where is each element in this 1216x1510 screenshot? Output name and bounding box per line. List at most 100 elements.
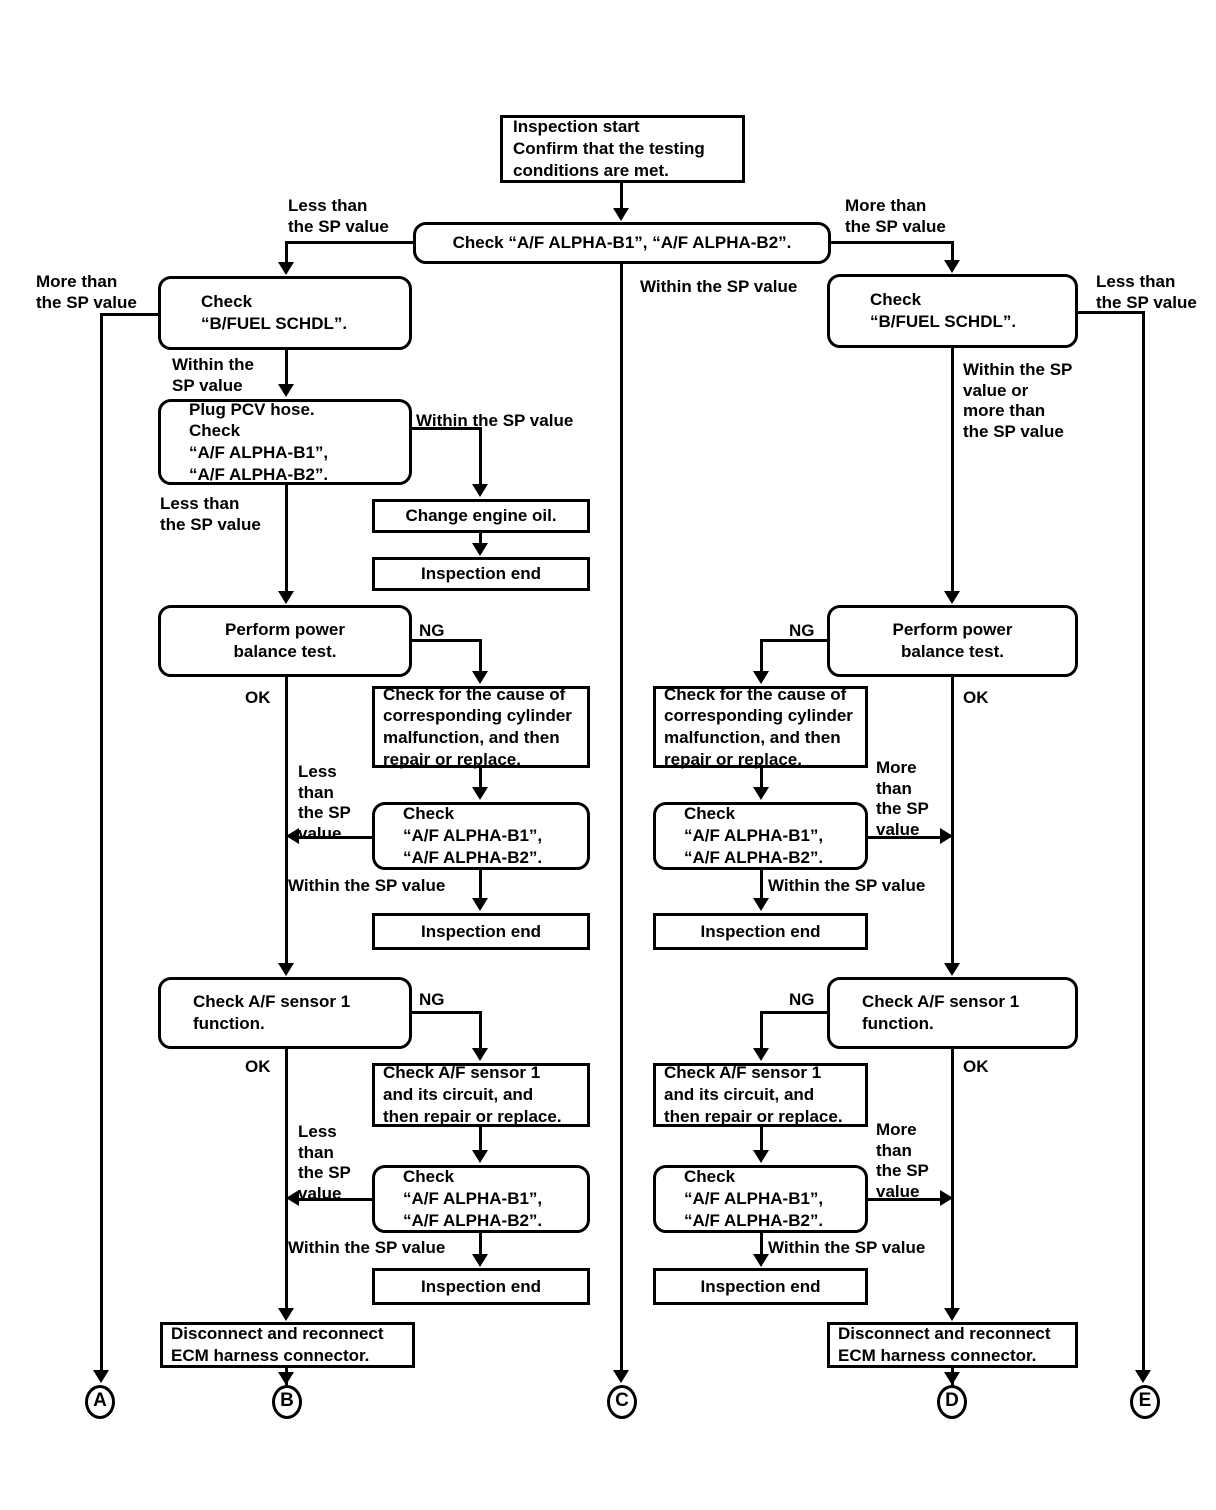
node-af-circuit-right-text: Check A/F sensor 1 and its circuit, and … bbox=[664, 1063, 843, 1126]
node-inspection-end-5-text: Inspection end bbox=[700, 1276, 821, 1296]
edge-afc-right-down bbox=[760, 1127, 763, 1150]
arrowhead-afs-right-ng bbox=[753, 1048, 769, 1061]
edge-afs-left-ok bbox=[285, 1049, 288, 1309]
arrowhead-alpha-r2-down bbox=[753, 898, 769, 911]
arrowhead-alpha-l3-left bbox=[286, 1190, 299, 1206]
node-plug-pcv-hose-text: Plug PCV hose. Check “A/F ALPHA-B1”, “A/… bbox=[189, 399, 329, 484]
edge-label-ok-right-sensor: OK bbox=[963, 1057, 989, 1076]
connector-circle-e-label: E bbox=[1138, 1390, 1152, 1411]
node-change-engine-oil: Change engine oil. bbox=[372, 499, 590, 533]
edge-label-ok-right-power: OK bbox=[963, 688, 989, 707]
arrowhead-cause-left-down bbox=[472, 787, 488, 800]
edge-label-ng-left-power: NG bbox=[419, 621, 445, 640]
arrowhead-cause-right-down bbox=[753, 787, 769, 800]
arrowhead-afs-left-ok bbox=[278, 1308, 294, 1321]
edge-alpha-l3-left-h bbox=[297, 1198, 373, 1201]
edge-pb-right-ng-v bbox=[760, 639, 763, 672]
node-inspection-end-1: Inspection end bbox=[372, 557, 590, 591]
edge-label-within-l3: Within the SP value bbox=[288, 1238, 446, 1257]
connector-circle-c: C bbox=[607, 1385, 637, 1419]
arrowhead-main-left bbox=[278, 262, 294, 275]
node-inspection-end-3-text: Inspection end bbox=[700, 921, 821, 941]
edge-pb-right-ok bbox=[951, 677, 954, 964]
edge-label-within-center: Within the SP value bbox=[640, 277, 798, 296]
node-ecm-harness-left-text: Disconnect and reconnect ECM harness con… bbox=[171, 1324, 384, 1365]
arrowhead-pb-right-ok bbox=[944, 963, 960, 976]
edge-label-ng-right-power: NG bbox=[789, 621, 815, 640]
connector-circle-b: B bbox=[272, 1385, 302, 1419]
edge-alpha-l2-down bbox=[479, 870, 482, 898]
edge-start-to-main bbox=[620, 183, 623, 209]
node-inspection-start: Inspection start Confirm that the testin… bbox=[500, 115, 745, 183]
edge-label-ok-left-power: OK bbox=[245, 688, 271, 707]
edge-label-within-r3: Within the SP value bbox=[768, 1238, 926, 1257]
node-check-alpha-left-3: Check “A/F ALPHA-B1”, “A/F ALPHA-B2”. bbox=[372, 1165, 590, 1233]
arrowhead-bfuel-left-down bbox=[278, 384, 294, 397]
edge-bfuel-left-down bbox=[285, 350, 288, 385]
arrowhead-pcv-down bbox=[278, 591, 294, 604]
edge-label-less-than-pcv: Less than the SP value bbox=[160, 494, 261, 534]
edge-label-ok-left-sensor: OK bbox=[245, 1057, 271, 1076]
edge-afs-right-ok bbox=[951, 1049, 954, 1309]
edge-label-less-than-top-left: Less than the SP value bbox=[288, 196, 389, 236]
node-inspection-end-2: Inspection end bbox=[372, 913, 590, 950]
node-inspection-end-1-text: Inspection end bbox=[421, 564, 541, 584]
edge-alpha-r3-down bbox=[760, 1233, 763, 1255]
edge-label-ng-left-sensor: NG bbox=[419, 990, 445, 1009]
arrowhead-alpha-l2-down bbox=[472, 898, 488, 911]
connector-circle-d: D bbox=[937, 1385, 967, 1419]
node-bfuel-schdl-left: Check “B/FUEL SCHDL”. bbox=[158, 276, 412, 350]
arrowhead-oil-to-end1 bbox=[472, 543, 488, 556]
connector-circle-a-label: A bbox=[93, 1390, 107, 1411]
edge-label-less-than-l3: Less than the SP value bbox=[298, 1122, 351, 1204]
arrowhead-to-e bbox=[1135, 1370, 1151, 1383]
arrowhead-afc-right-down bbox=[753, 1150, 769, 1163]
edge-label-more-than-far-left: More than the SP value bbox=[36, 272, 137, 312]
connector-circle-b-label: B bbox=[280, 1390, 294, 1411]
arrowhead-pb-left-ng bbox=[472, 671, 488, 684]
node-bfuel-schdl-left-text: Check “B/FUEL SCHDL”. bbox=[201, 292, 348, 333]
node-check-alpha-left-2-text: Check “A/F ALPHA-B1”, “A/F ALPHA-B2”. bbox=[403, 804, 543, 867]
node-bfuel-schdl-right-text: Check “B/FUEL SCHDL”. bbox=[870, 290, 1017, 331]
edge-alpha-l3-down bbox=[479, 1233, 482, 1255]
arrowhead-pcv-right bbox=[472, 484, 488, 497]
edge-main-left-v bbox=[285, 241, 288, 263]
edge-label-within-l2: Within the SP value bbox=[288, 876, 446, 895]
edge-alpha-r3-right-h bbox=[866, 1198, 942, 1201]
node-af-sensor-right: Check A/F sensor 1 function. bbox=[827, 977, 1078, 1049]
edge-bfuel-left-out-v bbox=[100, 313, 103, 1375]
node-bfuel-schdl-right: Check “B/FUEL SCHDL”. bbox=[827, 274, 1078, 348]
arrowhead-to-b bbox=[278, 1372, 294, 1385]
node-inspection-end-3: Inspection end bbox=[653, 913, 868, 950]
edge-main-right-h bbox=[828, 241, 954, 244]
node-inspection-start-text: Inspection start Confirm that the testin… bbox=[513, 117, 705, 180]
arrowhead-to-a bbox=[93, 1370, 109, 1383]
edge-pb-left-ng-v bbox=[479, 639, 482, 672]
arrowhead-alpha-r3-right bbox=[940, 1190, 953, 1206]
arrowhead-bfuel-right-down bbox=[944, 591, 960, 604]
edge-bfuel-right-down bbox=[951, 348, 954, 592]
node-cause-cylinder-right-text: Check for the cause of corresponding cyl… bbox=[664, 684, 853, 769]
node-check-alpha-right-3: Check “A/F ALPHA-B1”, “A/F ALPHA-B2”. bbox=[653, 1165, 868, 1233]
arrowhead-alpha-l3-down bbox=[472, 1254, 488, 1267]
edge-bfuel-left-out-h bbox=[100, 313, 160, 316]
node-af-circuit-left: Check A/F sensor 1 and its circuit, and … bbox=[372, 1063, 590, 1127]
arrowhead-afc-left-down bbox=[472, 1150, 488, 1163]
edge-main-right-v bbox=[951, 241, 954, 261]
arrowhead-afs-right-ok bbox=[944, 1308, 960, 1321]
edge-cause-left-down bbox=[479, 768, 482, 788]
edge-label-within-right-bfuel: Within the SP value or more than the SP … bbox=[963, 360, 1073, 442]
edge-afc-left-down bbox=[479, 1127, 482, 1150]
edge-label-less-than-far-right: Less than the SP value bbox=[1096, 272, 1197, 312]
edge-alpha-r2-down bbox=[760, 870, 763, 898]
node-plug-pcv-hose: Plug PCV hose. Check “A/F ALPHA-B1”, “A/… bbox=[158, 399, 412, 485]
edge-afs-left-ng-h bbox=[410, 1011, 482, 1014]
edge-main-center-to-c bbox=[620, 262, 623, 1375]
node-inspection-end-2-text: Inspection end bbox=[421, 921, 541, 941]
edge-bfuel-right-out-h bbox=[1078, 311, 1145, 314]
node-cause-cylinder-right: Check for the cause of corresponding cyl… bbox=[653, 684, 868, 769]
arrowhead-pb-right-ng bbox=[753, 671, 769, 684]
edge-label-within-pcv: Within the SP value bbox=[416, 411, 574, 430]
edge-alpha-l2-left-h bbox=[297, 836, 373, 839]
